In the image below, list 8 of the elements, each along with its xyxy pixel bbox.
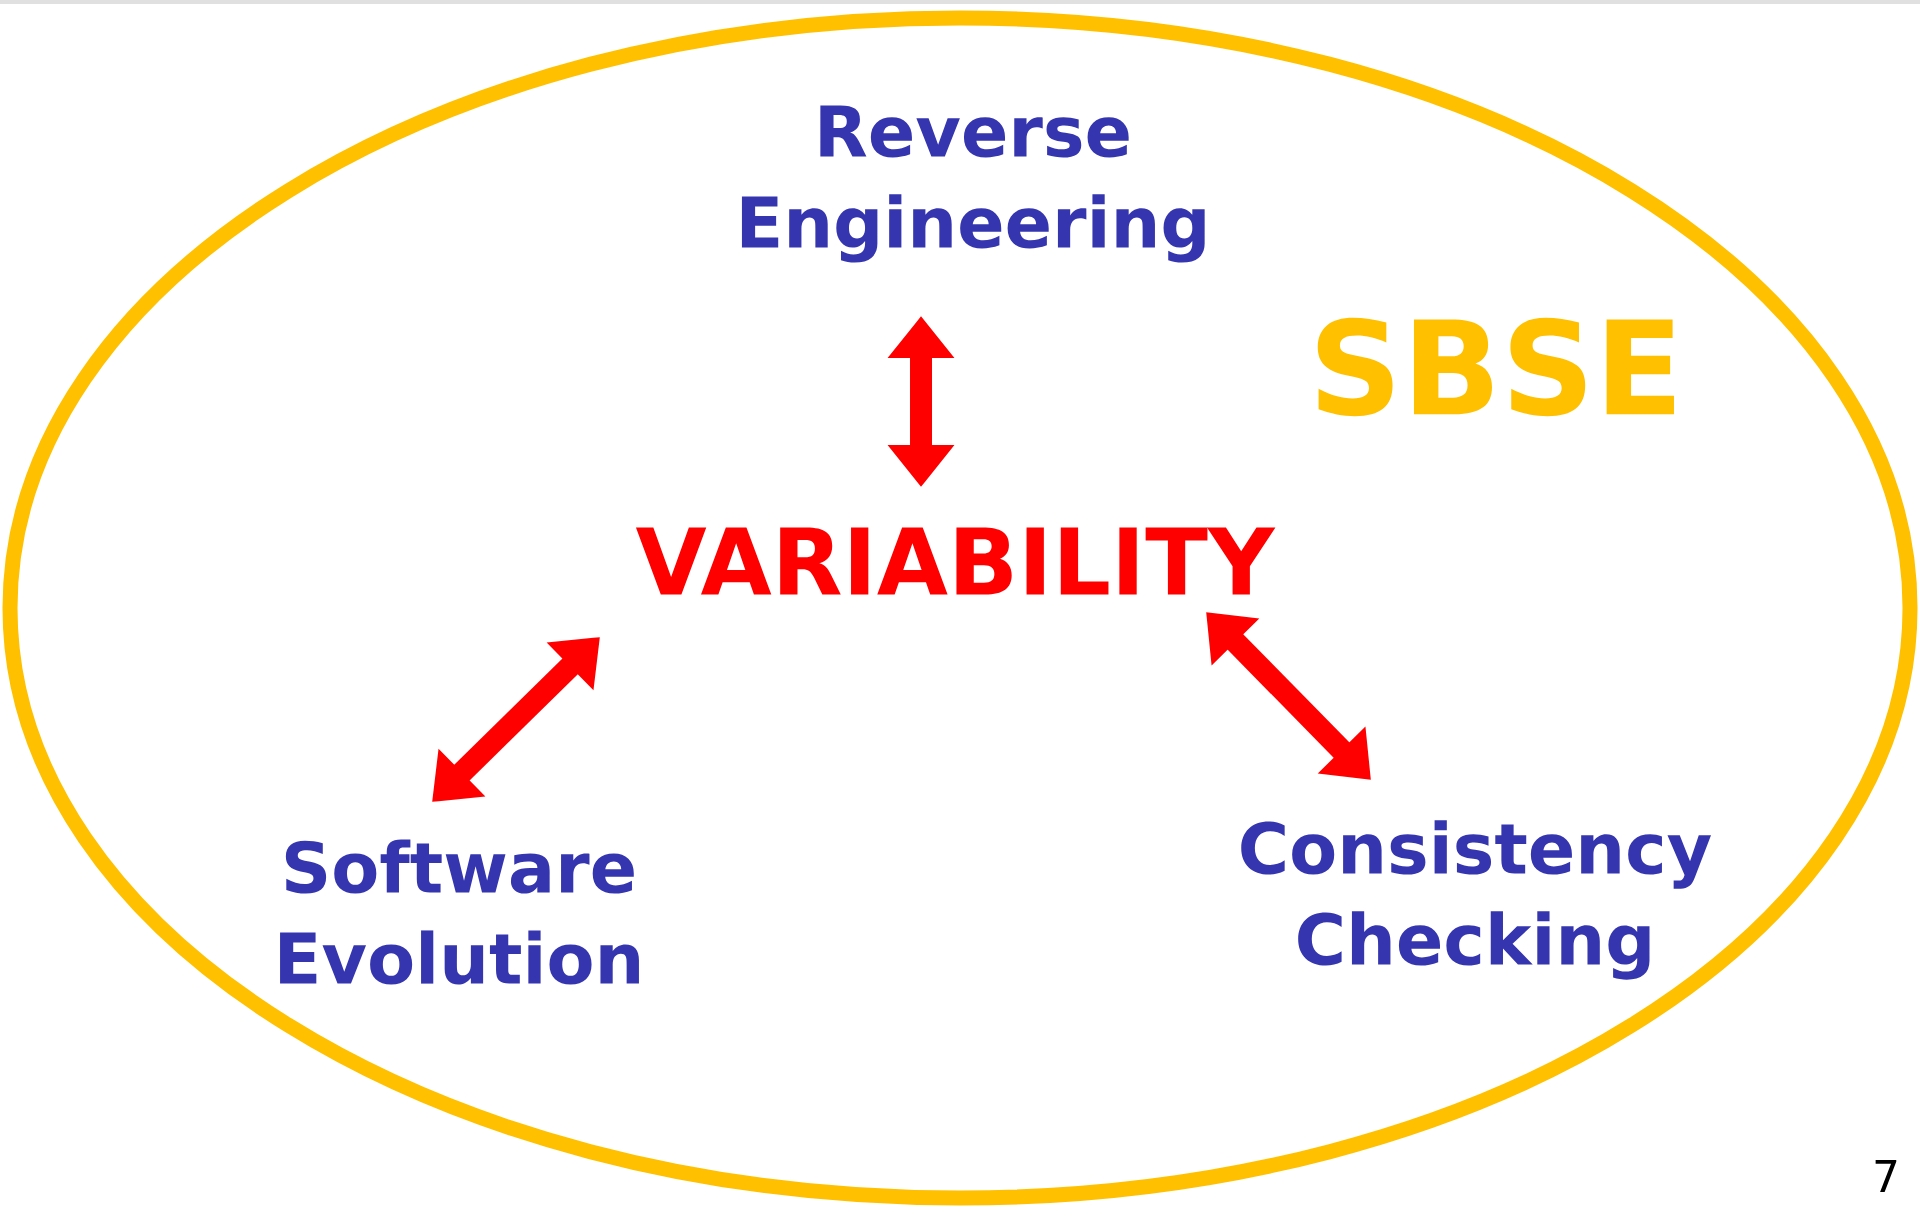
- topic-label: Reverse Engineering: [741, 105, 1205, 263]
- title: SBSE: [1317, 317, 1674, 417]
- double-arrow: [1206, 612, 1371, 780]
- page-number: 7: [1875, 1160, 1897, 1193]
- double-arrow: [432, 637, 600, 802]
- topic-label: Software Evolution: [280, 839, 639, 985]
- topic-label: Consistency Checking: [1241, 820, 1711, 980]
- heading: VARIABILITY: [635, 527, 1276, 595]
